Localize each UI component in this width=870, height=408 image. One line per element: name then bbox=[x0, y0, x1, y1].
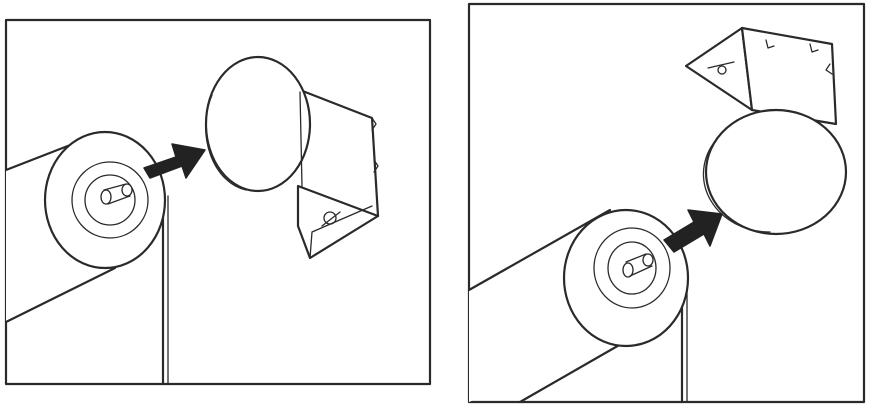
insert-arrow-icon bbox=[664, 210, 722, 252]
roller-tube-icon bbox=[6, 132, 168, 384]
panel-left bbox=[6, 20, 430, 384]
roller-tube-icon bbox=[469, 210, 688, 402]
bracket-icon bbox=[206, 57, 378, 258]
panel-right bbox=[469, 4, 864, 402]
bracket-icon bbox=[686, 28, 846, 234]
